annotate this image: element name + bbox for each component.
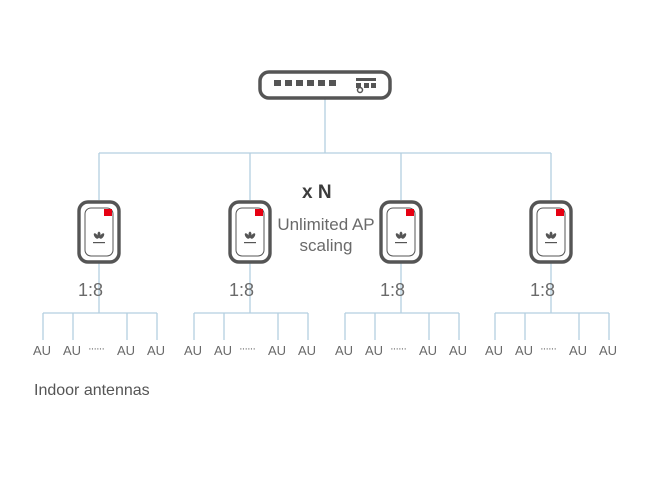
huawei-logo-icon [395,231,407,244]
au-label: AU [33,343,52,358]
antenna-caption: Indoor antennas [34,382,150,399]
huawei-logo-icon [244,231,256,244]
multiplier-label: x N [302,182,332,203]
ap-branch [42,263,158,340]
scaling-label: Unlimited AP scaling [277,215,375,255]
ratio-label: 1:8 [78,280,104,300]
ratio-label: 1:8 [530,280,556,300]
ap-branch [344,263,460,340]
au-label: AU [298,343,317,358]
huawei-logo-icon [545,231,557,244]
au-label: AU [184,343,203,358]
ap-branch [193,263,309,340]
antenna-branches [42,263,610,340]
au-label: AU [214,343,233,358]
ellipsis-label: ······ [88,343,105,355]
access-point-icon [529,200,573,264]
access-point-icon [77,200,121,264]
switch-icon [258,70,392,100]
huawei-logo-icon [93,231,105,244]
au-label: AU [117,343,136,358]
connection-lines [98,98,552,200]
au-label: AU [63,343,82,358]
au-label: AU [147,343,166,358]
au-label: AU [268,343,287,358]
au-label: AU [335,343,354,358]
access-points [77,200,573,264]
ap-branch [494,263,610,340]
au-label: AU [515,343,534,358]
access-point-icon [379,200,423,264]
ellipsis-label: ······ [540,343,557,355]
au-label: AU [599,343,618,358]
ellipsis-label: ······ [390,343,407,355]
ellipsis-label: ······ [239,343,256,355]
ratio-label: 1:8 [380,280,406,300]
access-point-icon [228,200,272,264]
au-label: AU [419,343,438,358]
ratio-label: 1:8 [229,280,255,300]
au-label: AU [365,343,384,358]
au-label: AU [449,343,468,358]
au-label: AU [485,343,504,358]
au-label: AU [569,343,588,358]
